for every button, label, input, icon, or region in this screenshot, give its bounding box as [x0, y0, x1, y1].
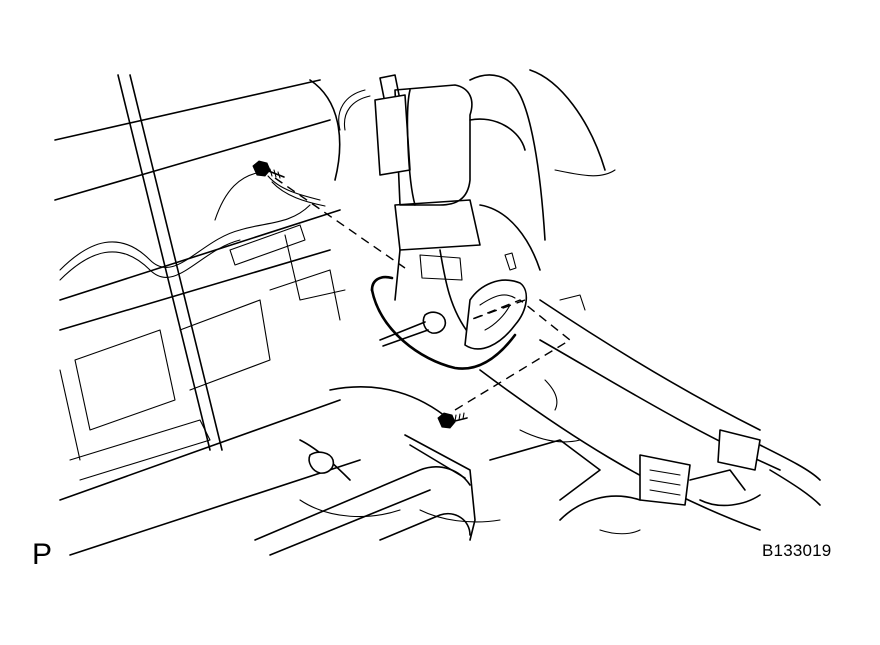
connection-outline-upper [370, 275, 394, 292]
view-letter: P [32, 538, 53, 571]
bolt-icon [252, 160, 285, 179]
figure-id: B133019 [762, 541, 832, 560]
connection-outline [370, 288, 517, 370]
seat-track [254, 294, 821, 556]
seat-frame-icon [54, 74, 361, 556]
alignment-guides [274, 177, 572, 411]
seat-motor-icon [374, 69, 616, 336]
bolt-icon [437, 412, 468, 429]
wire-harness [214, 89, 371, 221]
wire-connector-icon [379, 279, 528, 350]
